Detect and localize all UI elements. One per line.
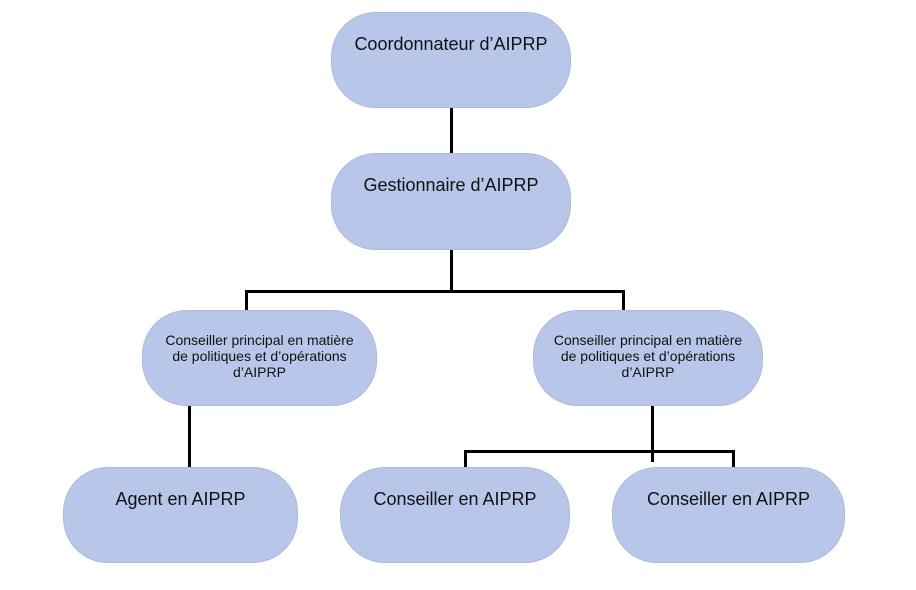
org-node-coordonnateur-label: Coordonnateur d’AIPRP bbox=[354, 34, 548, 54]
org-node-gestionnaire: Gestionnaire d’AIPRP bbox=[331, 153, 571, 250]
org-node-conseiller-principal-droite: Conseiller principal en matière de polit… bbox=[533, 310, 763, 406]
connector-coordonnateur-gestionnaire bbox=[450, 107, 453, 154]
org-node-conseiller-principal-droite-label: Conseiller principal en matière de polit… bbox=[553, 332, 743, 380]
org-node-agent: Agent en AIPRP bbox=[63, 467, 298, 563]
org-node-conseiller-droite-label: Conseiller en AIPRP bbox=[646, 489, 811, 509]
org-node-gestionnaire-label: Gestionnaire d’AIPRP bbox=[363, 175, 539, 195]
connector-conseiller-principal-droite-crossbar bbox=[464, 450, 735, 453]
org-node-conseiller-principal-gauche-label: Conseiller principal en matière de polit… bbox=[165, 332, 354, 380]
connector-drop-conseiller-principal-gauche bbox=[245, 290, 248, 311]
org-node-conseiller-principal-gauche: Conseiller principal en matière de polit… bbox=[142, 310, 377, 406]
connector-gestionnaire-crossbar bbox=[245, 290, 625, 293]
connector-drop-conseiller-principal-droite bbox=[622, 290, 625, 311]
org-node-conseiller-gauche: Conseiller en AIPRP bbox=[340, 467, 570, 563]
org-node-agent-label: Agent en AIPRP bbox=[115, 489, 246, 509]
connector-drop-conseiller-gauche bbox=[464, 450, 467, 468]
org-node-conseiller-droite: Conseiller en AIPRP bbox=[612, 467, 845, 563]
connector-conseiller-principal-droite-stem bbox=[651, 406, 654, 462]
org-node-conseiller-gauche-label: Conseiller en AIPRP bbox=[373, 489, 537, 509]
connector-drop-conseiller-droite bbox=[732, 450, 735, 468]
connector-conseiller-principal-gauche-agent bbox=[188, 406, 191, 468]
connector-gestionnaire-stem bbox=[450, 249, 453, 292]
org-node-coordonnateur: Coordonnateur d’AIPRP bbox=[331, 12, 571, 108]
